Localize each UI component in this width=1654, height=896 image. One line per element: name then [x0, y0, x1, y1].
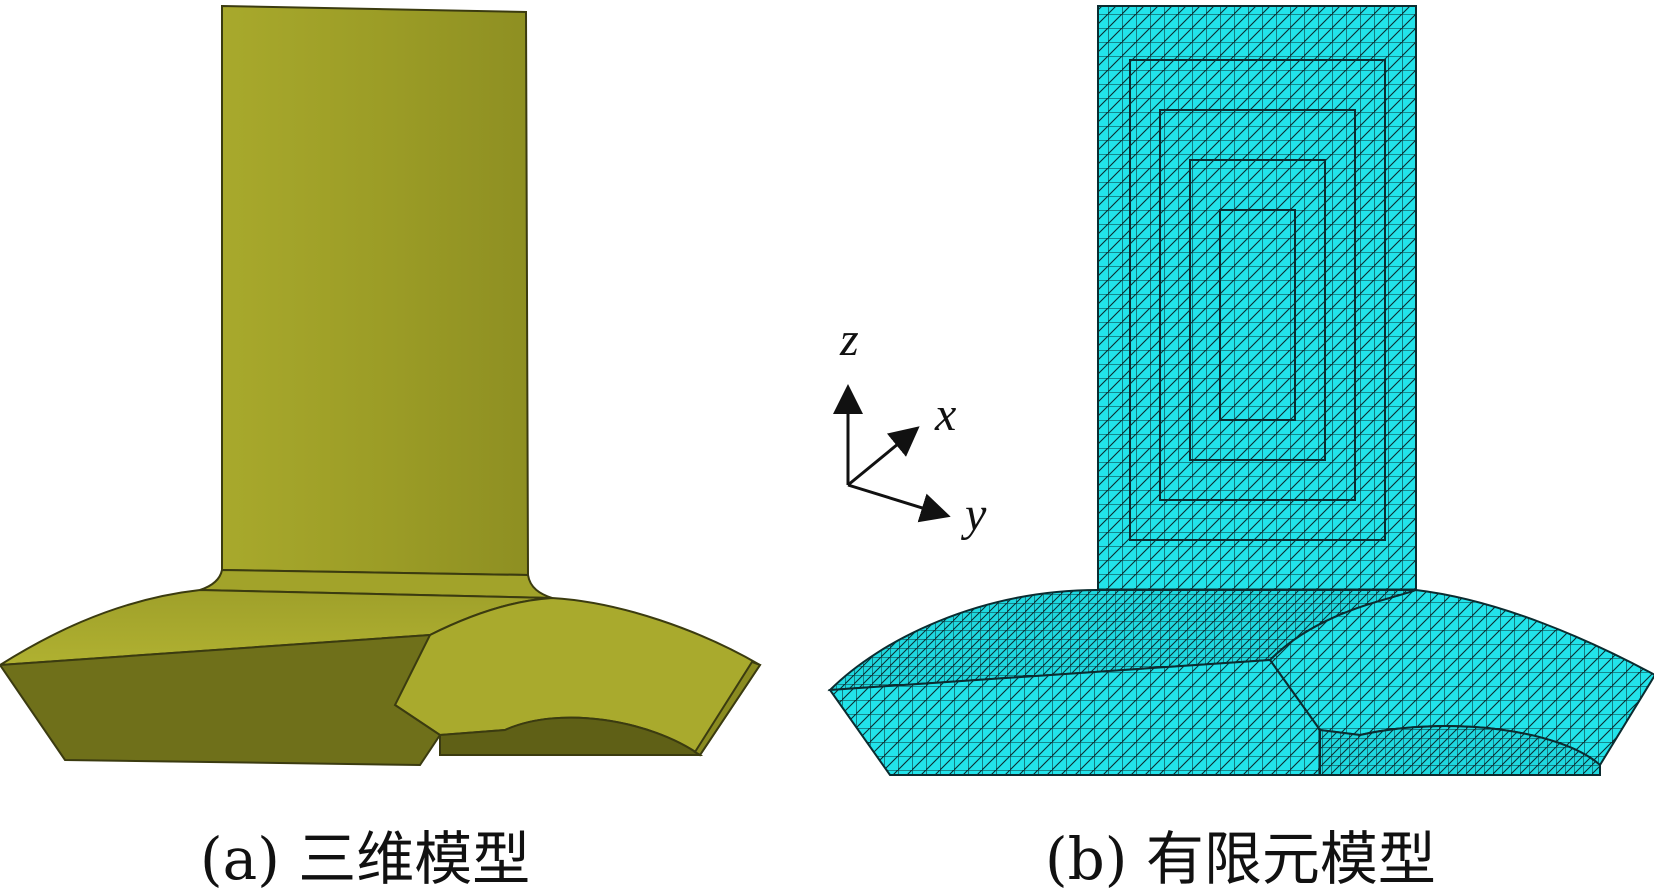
caption-3d-model: (a) 三维模型	[200, 825, 531, 893]
panel-fe-model: z x y (b) 有限元模型	[800, 0, 1654, 893]
mesh-stem	[1097, 5, 1417, 591]
stem-face	[221, 4, 530, 577]
caption-fe-model: (b) 有限元模型	[1045, 825, 1436, 893]
x-axis-label: x	[934, 388, 956, 441]
coordinate-axes: z x y	[833, 313, 987, 541]
mesh-nested-contours	[1129, 59, 1386, 541]
z-axis-label: z	[839, 313, 859, 366]
x-axis-arrow	[847, 426, 920, 487]
mesh-platform-front-right	[1319, 725, 1601, 776]
platform-side-right	[693, 660, 762, 757]
mesh-model-figure: z x y	[827, 5, 1654, 776]
y-axis-label: y	[960, 488, 987, 541]
solid-model-figure	[0, 4, 762, 767]
y-axis-arrow	[847, 483, 951, 523]
panel-3d-model: (a) 三维模型	[0, 0, 800, 893]
